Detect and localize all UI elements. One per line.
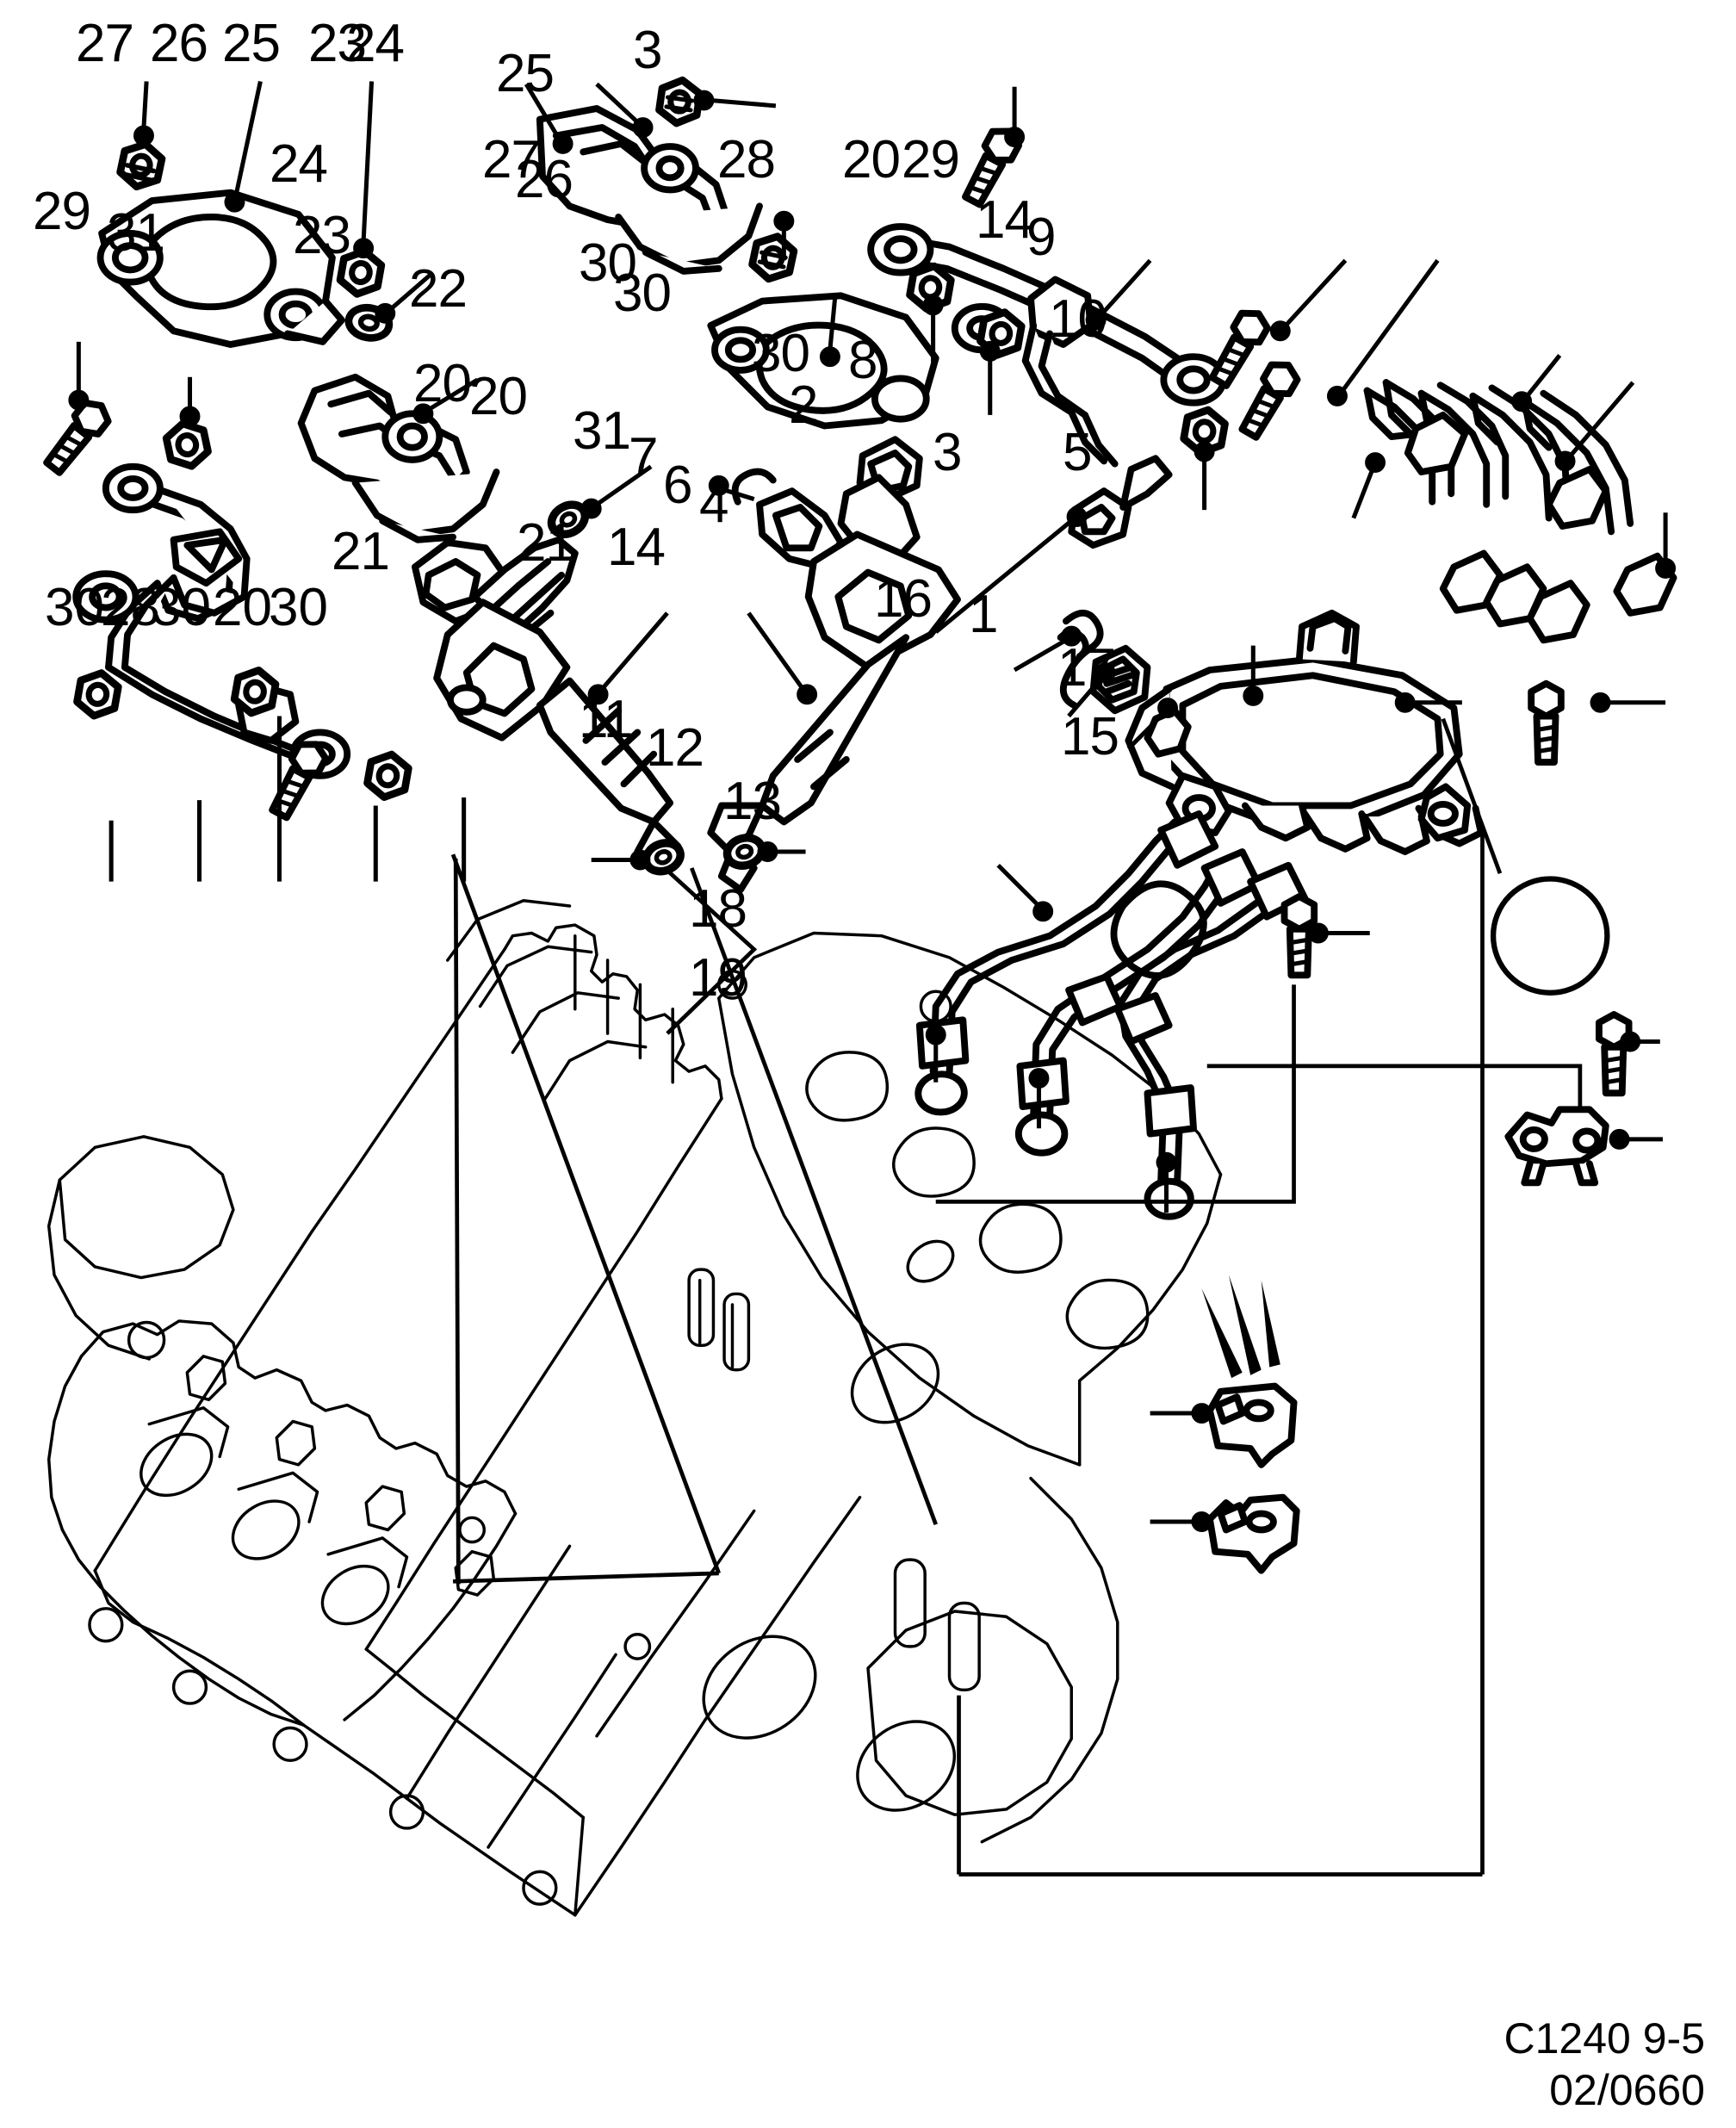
callout-25-right: 25 [496,44,555,103]
callout-28-upper: 28 [717,130,776,189]
callout-11: 11 [579,690,633,749]
callout-8: 8 [848,331,877,390]
callout-26-left: 26 [150,14,208,73]
callout-27-left: 27 [76,14,134,73]
callout-19: 19 [689,948,747,1008]
callout-1: 1 [969,585,999,644]
callout-27-right: 27 [482,130,541,189]
callout-30-a: 30 [579,233,637,293]
callout-20-right: 20 [469,367,528,426]
callout-7: 7 [629,427,658,487]
callout-23-top: 23 [308,14,367,73]
callout-29-left: 29 [33,182,91,241]
callout-6: 6 [663,456,692,515]
callout-5: 5 [1063,423,1092,482]
callout-9: 9 [1026,208,1056,267]
callout-14-lower: 14 [607,518,666,577]
callout-14-upper: 14 [976,190,1034,250]
bottom-label-20: 20 [213,578,272,637]
caption-line-1: C1240 9-5 [1504,2014,1706,2063]
callout-21-left: 21 [332,522,390,581]
callout-circle-1 [1490,876,1610,996]
callout-23-lower: 23 [293,206,351,265]
callout-22: 22 [409,259,468,319]
callout-10: 10 [1049,289,1107,349]
callout-24-left: 24 [270,134,328,194]
callout-21-right: 21 [517,513,575,573]
callout-12: 12 [646,718,704,778]
callout-20-left: 20 [413,354,472,413]
callout-4: 4 [699,475,728,534]
callout-17: 17 [1057,638,1116,698]
callout-2: 2 [789,375,818,435]
callout-29-upper: 29 [902,130,960,189]
callout-16: 16 [874,569,933,629]
callout-3-top: 3 [633,21,662,80]
callout-30-b: 30 [613,264,672,323]
callout-18: 18 [689,879,747,939]
caption-line-2: 02/0660 [1549,2066,1705,2114]
callout-24-top: 24 [346,14,405,73]
callout-31-mid: 31 [573,401,631,461]
callout-3-rail: 3 [933,423,962,482]
callout-20-upper: 20 [842,130,901,189]
bottom-label-30-a: 30 [45,578,104,637]
bottom-label-30-b: 30 [152,578,211,637]
bottom-label-28: 28 [101,578,160,637]
callout-26-right: 26 [515,150,574,209]
callout-25-left: 25 [222,14,281,73]
bottom-label-30-c: 30 [269,578,328,637]
callout-30-c: 30 [752,324,810,383]
callout-31-left: 31 [107,203,165,263]
callout-13: 13 [723,772,782,831]
callout-15: 15 [1061,707,1119,766]
